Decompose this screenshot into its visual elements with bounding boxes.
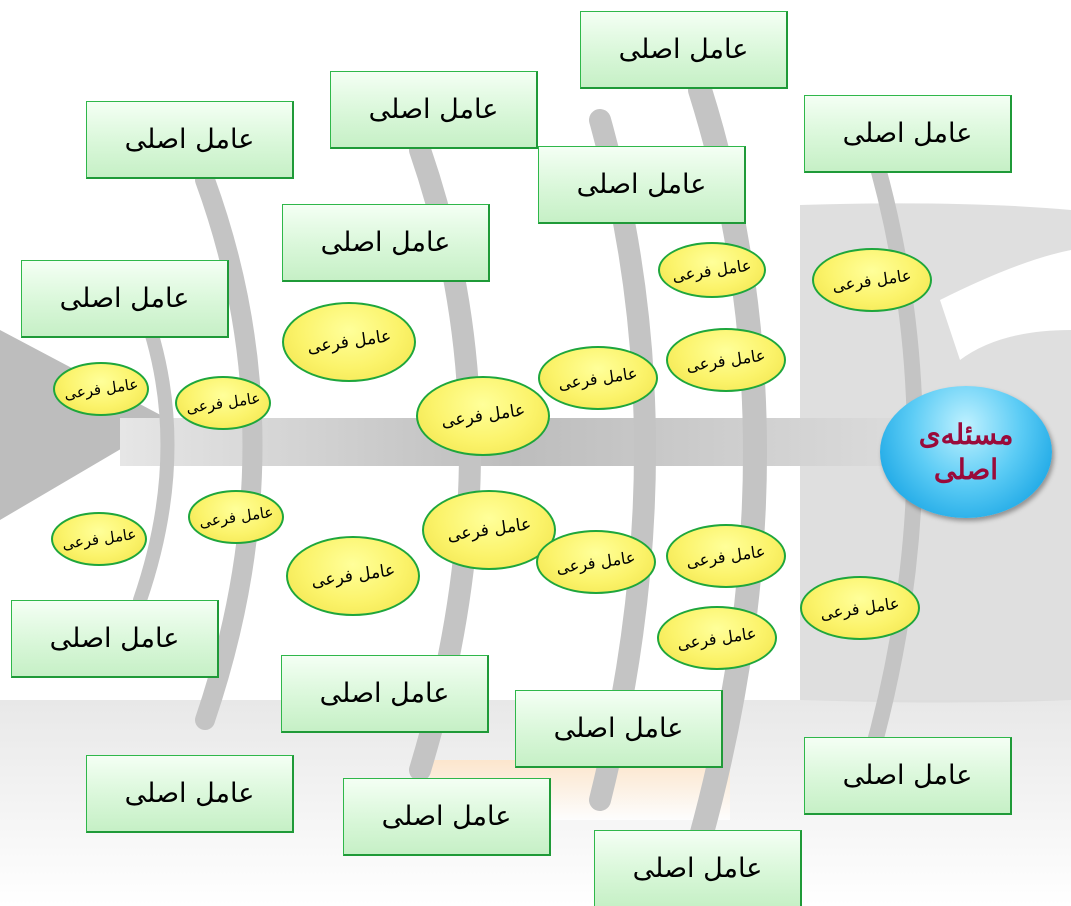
sub-cause-label: عامل فرعی (446, 514, 532, 546)
sub-cause-ellipse[interactable]: عامل فرعی (538, 346, 658, 410)
sub-cause-ellipse[interactable]: عامل فرعی (658, 242, 766, 298)
sub-cause-ellipse[interactable]: عامل فرعی (536, 530, 656, 594)
sub-cause-label: عامل فرعی (819, 593, 900, 623)
main-cause-box[interactable]: عامل اصلی (330, 71, 538, 149)
sub-cause-label: عامل فرعی (685, 345, 766, 375)
sub-cause-ellipse[interactable]: عامل فرعی (286, 536, 420, 616)
sub-cause-ellipse[interactable]: عامل فرعی (416, 376, 550, 456)
sub-cause-ellipse[interactable]: عامل فرعی (800, 576, 920, 640)
main-cause-label: عامل اصلی (633, 853, 763, 884)
sub-cause-label: عامل فرعی (685, 541, 766, 571)
main-cause-box[interactable]: عامل اصلی (21, 260, 229, 338)
main-cause-box[interactable]: عامل اصلی (282, 204, 490, 282)
main-cause-label: عامل اصلی (50, 623, 180, 654)
main-cause-label: عامل اصلی (577, 169, 707, 200)
main-cause-label: عامل اصلی (321, 227, 451, 258)
main-cause-box[interactable]: عامل اصلی (804, 737, 1012, 815)
sub-cause-label: عامل فرعی (61, 525, 137, 553)
main-cause-label: عامل اصلی (60, 283, 190, 314)
main-cause-label: عامل اصلی (619, 34, 749, 65)
sub-cause-ellipse[interactable]: عامل فرعی (175, 376, 271, 430)
sub-cause-label: عامل فرعی (557, 363, 638, 393)
main-cause-box[interactable]: عامل اصلی (11, 600, 219, 678)
sub-cause-label: عامل فرعی (440, 400, 526, 432)
main-cause-box[interactable]: عامل اصلی (594, 830, 802, 906)
sub-cause-ellipse[interactable]: عامل فرعی (666, 328, 786, 392)
main-cause-box[interactable]: عامل اصلی (515, 690, 723, 768)
sub-cause-label: عامل فرعی (306, 326, 392, 358)
main-cause-label: عامل اصلی (125, 124, 255, 155)
main-cause-label: عامل اصلی (320, 678, 450, 709)
main-cause-label: عامل اصلی (554, 713, 684, 744)
sub-cause-label: عامل فرعی (63, 375, 139, 403)
sub-cause-ellipse[interactable]: عامل فرعی (812, 248, 932, 312)
sub-cause-ellipse[interactable]: عامل فرعی (51, 512, 147, 566)
main-cause-label: عامل اصلی (369, 94, 499, 125)
sub-cause-label: عامل فرعی (198, 503, 274, 531)
main-cause-box[interactable]: عامل اصلی (86, 101, 294, 179)
main-problem-circle[interactable]: مسئله‌ی اصلی (880, 386, 1052, 518)
sub-cause-label: عامل فرعی (676, 623, 757, 653)
sub-cause-label: عامل فرعی (555, 547, 636, 577)
sub-cause-label: عامل فرعی (831, 265, 912, 295)
main-cause-label: عامل اصلی (843, 760, 973, 791)
sub-cause-ellipse[interactable]: عامل فرعی (282, 302, 416, 382)
main-cause-box[interactable]: عامل اصلی (86, 755, 294, 833)
main-problem-line-2: اصلی (934, 452, 998, 487)
sub-cause-label: عامل فرعی (671, 255, 752, 285)
main-cause-label: عامل اصلی (843, 118, 973, 149)
sub-cause-ellipse[interactable]: عامل فرعی (53, 362, 149, 416)
main-cause-box[interactable]: عامل اصلی (281, 655, 489, 733)
main-cause-box[interactable]: عامل اصلی (804, 95, 1012, 173)
main-cause-box[interactable]: عامل اصلی (538, 146, 746, 224)
sub-cause-label: عامل فرعی (185, 389, 261, 417)
sub-cause-ellipse[interactable]: عامل فرعی (657, 606, 777, 670)
main-cause-label: عامل اصلی (125, 778, 255, 809)
main-cause-label: عامل اصلی (382, 801, 512, 832)
main-cause-box[interactable]: عامل اصلی (343, 778, 551, 856)
sub-cause-ellipse[interactable]: عامل فرعی (188, 490, 284, 544)
main-cause-box[interactable]: عامل اصلی (580, 11, 788, 89)
sub-cause-label: عامل فرعی (310, 560, 396, 592)
main-problem-line-1: مسئله‌ی (919, 417, 1014, 452)
sub-cause-ellipse[interactable]: عامل فرعی (666, 524, 786, 588)
